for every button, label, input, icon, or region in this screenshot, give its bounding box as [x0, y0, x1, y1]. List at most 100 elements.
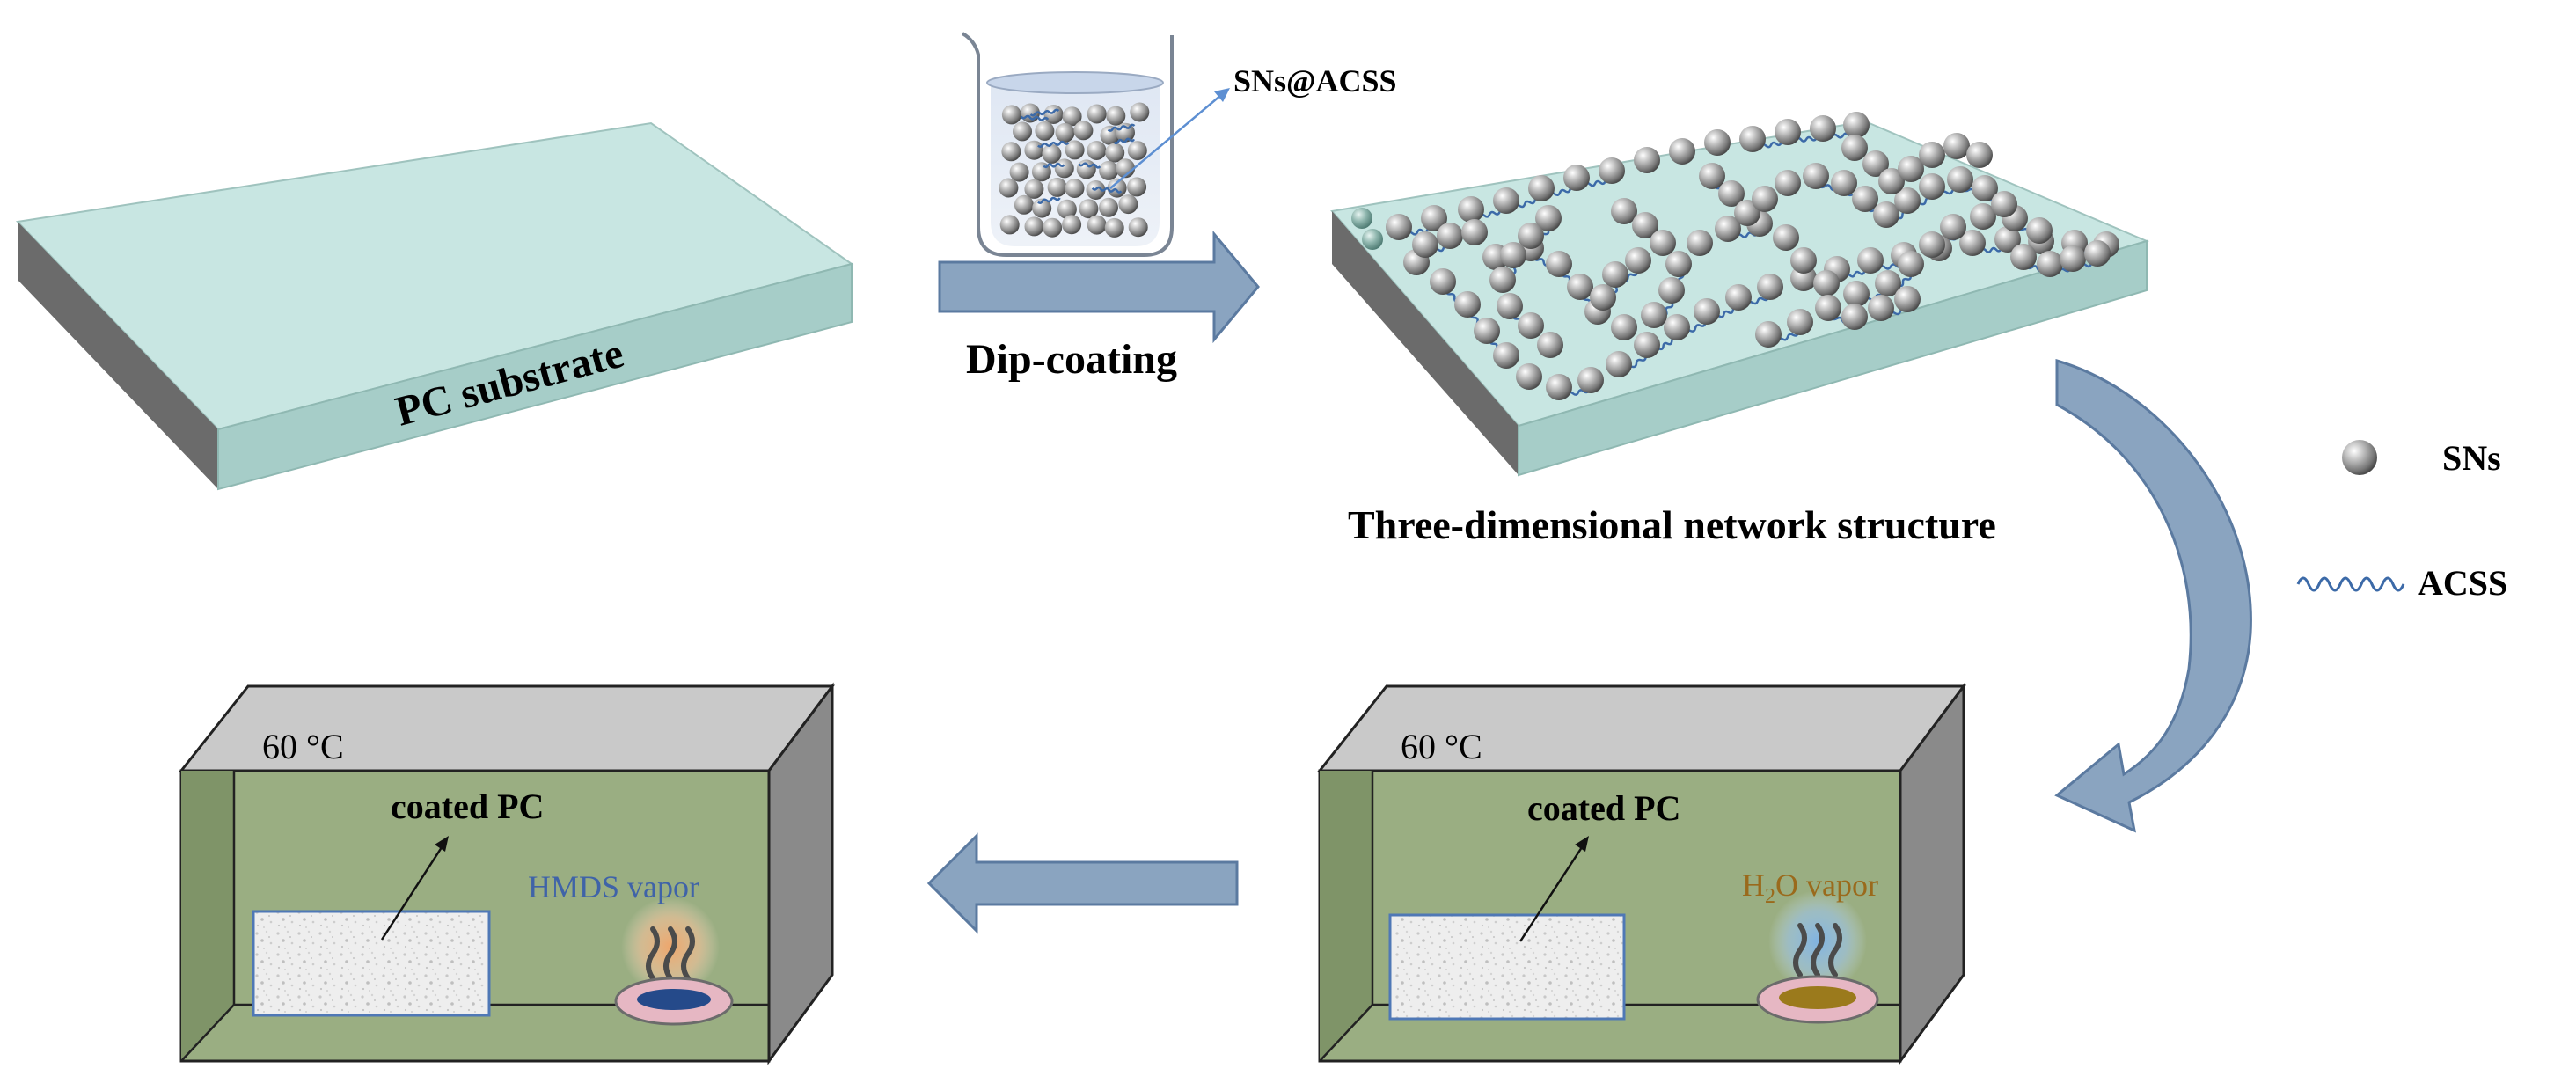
network-sphere-67: [1537, 332, 1563, 358]
network-sphere-2: [1458, 196, 1484, 223]
chamber-h2o: 60 °C coated PC H2O vapor: [1316, 682, 1966, 1065]
network-sphere-78: [1919, 173, 1945, 200]
chamber-hmds-floor-edge: [180, 1004, 235, 1062]
network-sphere-69: [1718, 180, 1745, 207]
network-sphere-100: [1815, 295, 1841, 321]
beaker-sphere-37: [1099, 197, 1118, 217]
hmds-glow: [621, 897, 720, 996]
network-sphere-88: [1841, 135, 1868, 161]
network-sphere-21: [1577, 367, 1604, 393]
network-sphere-22: [1606, 351, 1632, 377]
network-sphere-26: [1725, 284, 1752, 311]
network-sphere-54: [1875, 270, 1901, 296]
beaker-sphere-22: [1054, 158, 1074, 179]
beaker-sphere-43: [1087, 215, 1107, 235]
beaker-fiber-4: [1020, 114, 1050, 121]
network-sphere-33: [1959, 230, 1986, 256]
network-sphere-56: [1919, 231, 1945, 258]
beaker-sphere-44: [1104, 217, 1124, 238]
substrate-front-face: [217, 262, 853, 491]
network-sphere-48: [1715, 216, 1741, 242]
network-sphere-20: [1546, 374, 1572, 400]
network-sphere-5: [1563, 165, 1590, 191]
network-sphere-64: [1489, 267, 1516, 293]
network-sphere-1: [1421, 205, 1447, 231]
coated-left-face: [1332, 211, 1519, 475]
chamber-hmds-sample: [252, 910, 491, 1017]
pc-substrate-slab: PC substrate: [15, 121, 854, 491]
beaker-sphere-6: [1130, 102, 1150, 122]
beaker-sphere-16: [1065, 140, 1085, 160]
chamber-hmds-pointer: [380, 844, 445, 941]
curved-arrow-shape: [2054, 359, 2252, 833]
beaker-sphere-4: [1087, 104, 1107, 124]
network-sphere-75: [1852, 186, 1878, 212]
beaker-sphere-9: [1055, 122, 1075, 143]
hmds-dish-liquid: [637, 989, 711, 1010]
beaker-fiber-6: [1043, 162, 1065, 169]
chamber-h2o-pointer-head: [1575, 836, 1589, 852]
beaker-sphere-29: [1065, 179, 1085, 198]
beaker-pointer-line: [1109, 94, 1222, 189]
beaker: SNs@ACSS: [961, 32, 1397, 257]
network-sphere-7: [1634, 147, 1660, 173]
network-sphere-44: [1641, 302, 1667, 328]
beaker-sphere-20: [1009, 162, 1029, 182]
network-sphere-58: [1970, 203, 1996, 230]
beaker-sphere-36: [1079, 199, 1099, 219]
network-spheres: [1351, 112, 2119, 400]
beaker-sphere-10: [1073, 121, 1094, 141]
network-sphere-12: [1810, 115, 1836, 142]
network-sphere-96: [1437, 223, 1463, 249]
beaker-sphere-24: [1099, 160, 1119, 180]
network-sphere-62: [1518, 223, 1544, 249]
beaker-sphere-25: [1116, 158, 1136, 179]
network-sphere-105: [2037, 251, 2063, 277]
network-sphere-13: [1843, 112, 1870, 138]
legend-sns-icon: [2342, 440, 2377, 475]
network-sphere-10: [1739, 126, 1766, 152]
beaker-sphere-19: [1127, 141, 1147, 161]
chamber-h2o-sample: [1388, 913, 1626, 1021]
network-sphere-30: [1857, 247, 1884, 274]
network-sphere-102: [1868, 295, 1894, 321]
network-sphere-65: [1497, 293, 1523, 319]
beaker-label: SNs@ACSS: [1233, 63, 1397, 99]
network-sphere-46: [1665, 251, 1692, 277]
beaker-sphere-5: [1106, 106, 1126, 126]
network-sphere-23: [1634, 332, 1660, 358]
network-sphere-86: [1602, 261, 1628, 288]
network-sphere-74: [1831, 170, 1857, 196]
network-sphere-68: [1699, 163, 1725, 189]
beaker-glass: [961, 32, 1174, 257]
network-sphere-15: [1430, 268, 1456, 295]
beaker-sphere-26: [999, 178, 1019, 198]
network-sphere-27: [1757, 274, 1783, 300]
network-sphere-79: [1947, 166, 1973, 193]
beaker-sphere-33: [1014, 194, 1034, 215]
network-sphere-85: [1625, 247, 1651, 274]
beaker-sphere-28: [1047, 177, 1067, 197]
network-sphere-108: [1351, 208, 1372, 229]
legend-acss-label: ACSS: [2418, 563, 2507, 603]
chamber-h2o-floor-edge: [1319, 1004, 1373, 1062]
beaker-fiber-8: [1029, 108, 1060, 117]
network-sphere-97: [1461, 219, 1488, 245]
beaker-sphere-42: [1062, 215, 1082, 235]
legend-sns-label: SNs: [2442, 438, 2501, 478]
beaker-sphere-23: [1076, 159, 1096, 179]
network-sphere-84: [1650, 230, 1676, 256]
coated-substrate-slab: Three-dimensional network structure: [1330, 112, 2149, 547]
network-sphere-63: [1500, 242, 1526, 268]
beaker-pointer-head: [1214, 88, 1230, 102]
chamber-hmds-pointer-head: [435, 836, 449, 852]
network-sphere-50: [1773, 224, 1799, 251]
network-sphere-72: [1775, 170, 1801, 196]
h2o-vapor-label: H2O vapor: [1742, 867, 1878, 908]
beaker-sphere-40: [1024, 216, 1044, 237]
chamber-hmds: 60 °C coated PC HMDS vapor: [178, 682, 835, 1065]
curved-arrow: [2054, 359, 2252, 833]
arrow-left-shape: [926, 832, 1239, 934]
network-sphere-107: [2084, 240, 2111, 267]
